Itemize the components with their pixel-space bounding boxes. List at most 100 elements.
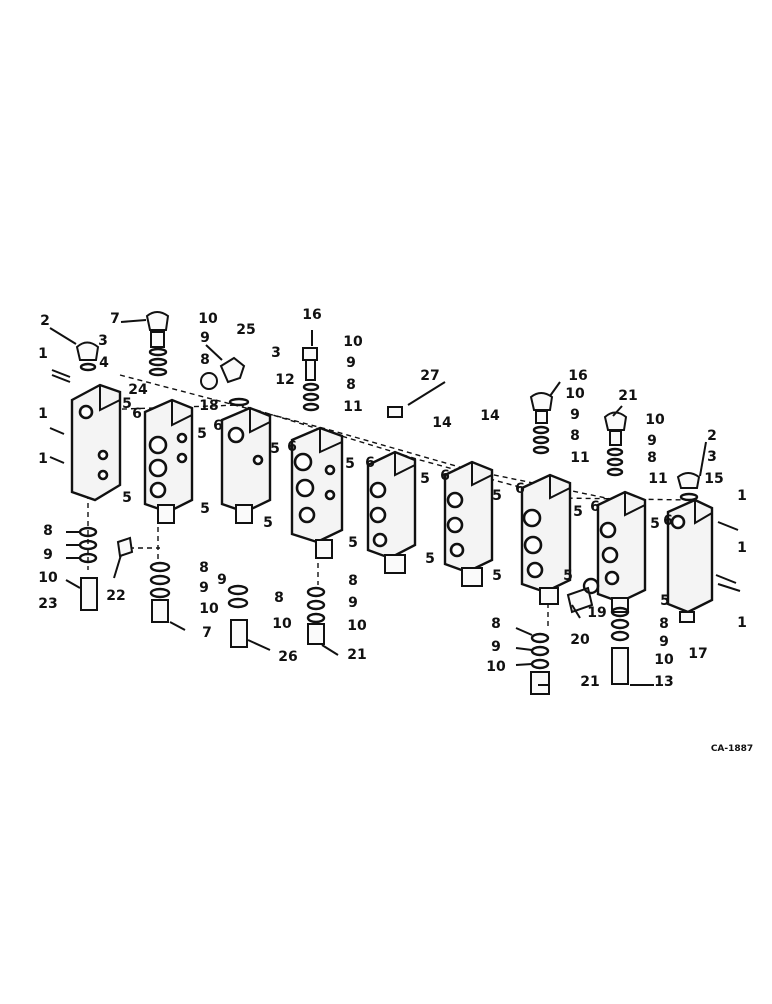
top-plugs-and-caps xyxy=(75,311,701,502)
callout-label-1: 1 xyxy=(38,406,48,422)
callout-label-21: 21 xyxy=(347,647,366,663)
callout-label-10: 10 xyxy=(272,616,292,632)
callout-label-5: 5 xyxy=(563,568,573,584)
callout-label-11: 11 xyxy=(648,471,667,487)
callout-label-5: 5 xyxy=(200,501,210,517)
callout-label-5: 5 xyxy=(650,516,660,532)
callout-label-2: 2 xyxy=(707,428,717,444)
callout-label-6: 6 xyxy=(365,455,375,471)
callout-label-14: 14 xyxy=(480,408,500,424)
callout-label-6: 6 xyxy=(287,439,297,455)
valve-section-12 xyxy=(220,406,272,524)
valve-section-14-b xyxy=(443,460,494,587)
callout-label-9: 9 xyxy=(43,547,53,563)
callout-label-23: 23 xyxy=(38,596,57,612)
callout-label-10: 10 xyxy=(347,618,367,634)
tie-bolts xyxy=(49,369,741,592)
callout-label-6: 6 xyxy=(663,513,673,529)
callout-label-8: 8 xyxy=(346,377,356,393)
drawing-code: CA-1887 xyxy=(711,744,753,754)
callout-label-15: 15 xyxy=(704,471,723,487)
callout-label-10: 10 xyxy=(645,412,665,428)
callout-label-21: 21 xyxy=(580,674,599,690)
callout-label-6: 6 xyxy=(213,418,223,434)
callout-label-9: 9 xyxy=(346,355,356,371)
callout-label-14: 14 xyxy=(432,415,452,431)
callout-label-5: 5 xyxy=(122,396,132,412)
callout-label-11: 11 xyxy=(570,450,589,466)
valve-section-24 xyxy=(143,398,194,524)
callout-label-9: 9 xyxy=(659,634,669,650)
callout-label-3: 3 xyxy=(707,449,717,465)
callout-label-10: 10 xyxy=(343,334,363,350)
callout-label-12: 12 xyxy=(275,372,294,388)
callout-label-10: 10 xyxy=(199,601,219,617)
callout-label-7: 7 xyxy=(110,311,120,327)
callout-label-1: 1 xyxy=(737,615,747,631)
callout-label-8: 8 xyxy=(274,590,284,606)
callout-label-5: 5 xyxy=(345,456,355,472)
callout-label-22: 22 xyxy=(106,588,125,604)
callout-label-9: 9 xyxy=(491,639,501,655)
leader-lines xyxy=(49,319,707,686)
callout-label-5: 5 xyxy=(660,593,670,609)
callout-label-24: 24 xyxy=(128,382,148,398)
callout-label-9: 9 xyxy=(570,407,580,423)
callout-label-5: 5 xyxy=(197,426,207,442)
callout-label-8: 8 xyxy=(659,616,669,632)
callout-label-13: 13 xyxy=(654,674,673,690)
callout-label-20: 20 xyxy=(570,632,590,648)
callout-label-5: 5 xyxy=(122,490,132,506)
right-end-cover xyxy=(666,498,714,623)
callout-label-16: 16 xyxy=(302,307,321,323)
callout-label-8: 8 xyxy=(199,560,209,576)
callout-label-17: 17 xyxy=(688,646,707,662)
callout-label-9: 9 xyxy=(348,595,358,611)
callout-label-8: 8 xyxy=(647,450,657,466)
callout-label-10: 10 xyxy=(38,570,58,586)
callout-label-8: 8 xyxy=(491,616,501,632)
valve-section-14-a xyxy=(366,450,417,574)
callout-label-5: 5 xyxy=(270,441,280,457)
callout-label-25: 25 xyxy=(236,322,255,338)
callout-label-10: 10 xyxy=(198,311,218,327)
callout-label-1: 1 xyxy=(38,346,48,362)
callout-label-5: 5 xyxy=(492,568,502,584)
callout-label-6: 6 xyxy=(440,468,450,484)
callout-label-11: 11 xyxy=(343,399,362,415)
callout-label-9: 9 xyxy=(647,433,657,449)
callout-label-27: 27 xyxy=(420,368,439,384)
callout-label-1: 1 xyxy=(38,451,48,467)
callout-label-5: 5 xyxy=(263,515,273,531)
callout-label-1: 1 xyxy=(737,540,747,556)
callout-label-9: 9 xyxy=(217,572,227,588)
callout-label-10: 10 xyxy=(654,652,674,668)
bottom-plugs xyxy=(78,526,630,695)
callout-label-26: 26 xyxy=(278,649,297,665)
callout-label-8: 8 xyxy=(348,573,358,589)
callout-label-18: 18 xyxy=(199,398,218,414)
valve-section-11-b xyxy=(520,473,572,605)
left-end-cover xyxy=(70,383,122,502)
valve-section-11-a xyxy=(290,426,344,559)
callout-label-1: 1 xyxy=(737,488,747,504)
callout-label-9: 9 xyxy=(199,580,209,596)
callout-label-16: 16 xyxy=(568,368,587,384)
callout-label-4: 4 xyxy=(99,355,109,371)
callout-label-5: 5 xyxy=(420,471,430,487)
callout-label-8: 8 xyxy=(43,523,53,539)
callout-label-5: 5 xyxy=(425,551,435,567)
callout-label-3: 3 xyxy=(271,345,281,361)
callout-label-9: 9 xyxy=(200,330,210,346)
valve-section-11-c xyxy=(596,490,647,613)
callout-label-2: 2 xyxy=(40,313,50,329)
callout-label-10: 10 xyxy=(565,386,585,402)
callout-label-10: 10 xyxy=(486,659,506,675)
callout-label-7: 7 xyxy=(202,625,212,641)
callout-label-8: 8 xyxy=(200,352,210,368)
callout-label-6: 6 xyxy=(590,499,600,515)
callout-label-6: 6 xyxy=(132,406,142,422)
